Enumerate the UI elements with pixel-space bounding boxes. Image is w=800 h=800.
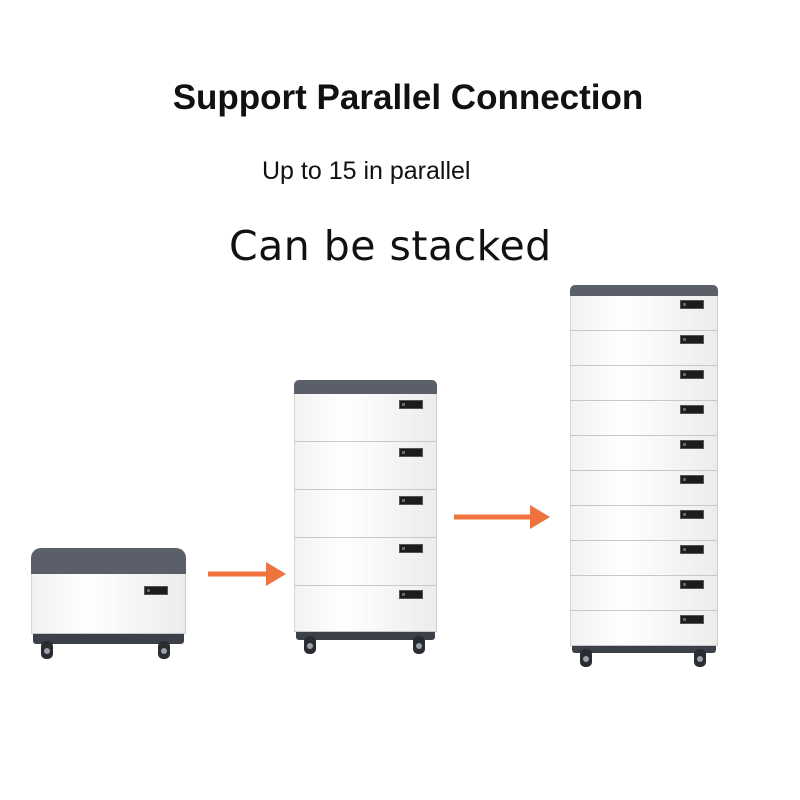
display-icon [680,615,704,624]
stack-lid [31,548,186,574]
stacked-caption: Can be stacked [229,222,552,270]
display-icon [399,590,423,599]
page-title: Support Parallel Connection [172,78,644,117]
battery-module [570,611,718,646]
display-icon [680,440,704,449]
display-icon [399,448,423,457]
battery-module [294,538,437,586]
arrow-right-icon [454,505,550,529]
display-icon [399,400,423,409]
display-icon [144,586,168,595]
battery-module [570,471,718,506]
display-icon [680,405,704,414]
battery-stack-single [31,548,186,668]
battery-module [570,296,718,331]
wheel-icon [158,641,170,659]
battery-module [294,394,437,442]
display-icon [399,496,423,505]
stack-base [296,632,435,640]
battery-stack-five [294,380,437,656]
display-icon [399,544,423,553]
display-icon [680,545,704,554]
wheel-icon [580,649,592,667]
stack-base [572,646,716,653]
display-icon [680,580,704,589]
display-icon [680,335,704,344]
battery-stack-ten [570,285,718,667]
battery-module [570,541,718,576]
stack-lid [294,380,437,394]
display-icon [680,370,704,379]
wheel-icon [41,641,53,659]
wheel-icon [413,636,425,654]
battery-module [570,401,718,436]
battery-module [294,586,437,632]
wheel-icon [694,649,706,667]
battery-module [570,436,718,471]
display-icon [680,475,704,484]
display-icon [680,510,704,519]
arrow-right-icon [208,562,286,586]
battery-module [570,506,718,541]
stack-lid [570,285,718,296]
stack-base [33,634,184,644]
battery-module [570,576,718,611]
display-icon [680,300,704,309]
wheel-icon [304,636,316,654]
battery-module [31,574,186,634]
battery-module [570,366,718,401]
parallel-subtitle: Up to 15 in parallel [262,157,471,185]
battery-module [570,331,718,366]
battery-module [294,442,437,490]
battery-module [294,490,437,538]
